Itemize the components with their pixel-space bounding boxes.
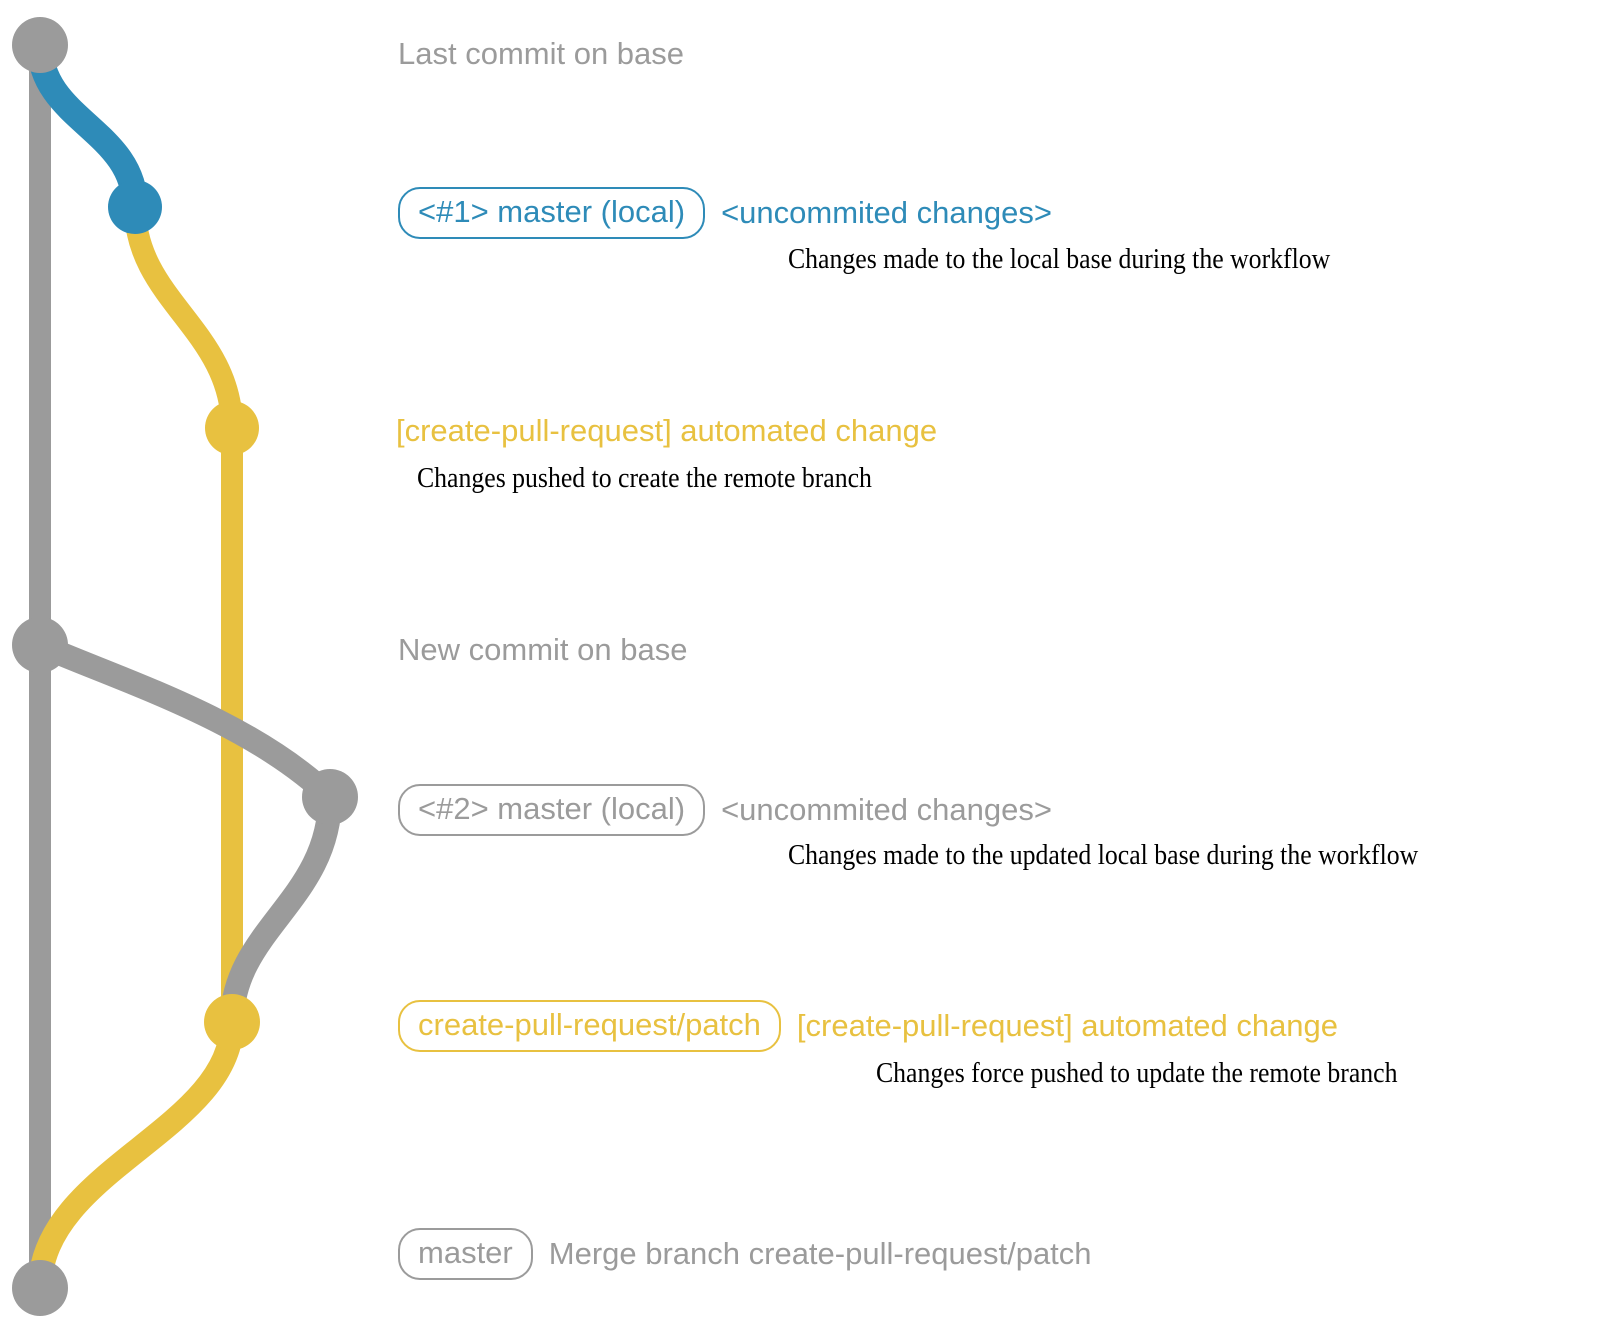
commit-message-automated-change-1: [create-pull-request] automated change — [396, 413, 938, 448]
commit-node-local-1[interactable] — [108, 180, 162, 234]
branch-badge-master[interactable]: master — [398, 1228, 533, 1280]
branch-line-patch-merge — [28, 1010, 244, 1300]
branch-badge-local-2[interactable]: <#2> master (local) — [398, 784, 706, 836]
commit-description-local-1: Changes made to the local base during th… — [788, 244, 1331, 275]
commit-message-new-commit-on-base: New commit on base — [398, 632, 688, 667]
commit-node-last-commit-on-base[interactable] — [12, 17, 68, 73]
commit-message-local-1: <uncommited changes> — [721, 195, 1052, 230]
commit-node-automated-change-2[interactable] — [204, 994, 260, 1050]
commit-message-local-2: <uncommited changes> — [721, 792, 1052, 827]
branch-line-patch-upper — [124, 196, 243, 439]
commit-description-automated-change-2: Changes force pushed to update the remot… — [876, 1058, 1398, 1089]
commit-description-local-2: Changes made to the updated local base d… — [788, 840, 1419, 871]
branch-line-local-2-in — [220, 785, 342, 1034]
commit-row-automated-change-2: create-pull-request/patch [create-pull-r… — [398, 1000, 1338, 1052]
commit-node-master-merge[interactable] — [12, 1260, 68, 1316]
commit-row-local-1: <#1> master (local) <uncommited changes> — [398, 187, 1052, 239]
commit-message-master-merge: Merge branch create-pull-request/patch — [548, 1236, 1092, 1271]
commit-message-last-commit-on-base: Last commit on base — [398, 36, 685, 71]
branch-line-local-2-out — [28, 633, 342, 809]
commit-row-master-merge: master Merge branch create-pull-request/… — [398, 1228, 1092, 1280]
branch-badge-create-pull-request-patch[interactable]: create-pull-request/patch — [398, 1000, 781, 1052]
commit-node-new-commit-on-base[interactable] — [12, 617, 68, 673]
branch-badge-local-1[interactable]: <#1> master (local) — [398, 187, 706, 239]
commit-message-automated-change-2: [create-pull-request] automated change — [796, 1008, 1339, 1043]
commit-row-local-2: <#2> master (local) <uncommited changes> — [398, 784, 1052, 836]
commit-node-automated-change-1[interactable] — [205, 401, 259, 455]
commit-node-local-2[interactable] — [302, 769, 358, 825]
commit-description-automated-change-1: Changes pushed to create the remote bran… — [417, 463, 872, 494]
